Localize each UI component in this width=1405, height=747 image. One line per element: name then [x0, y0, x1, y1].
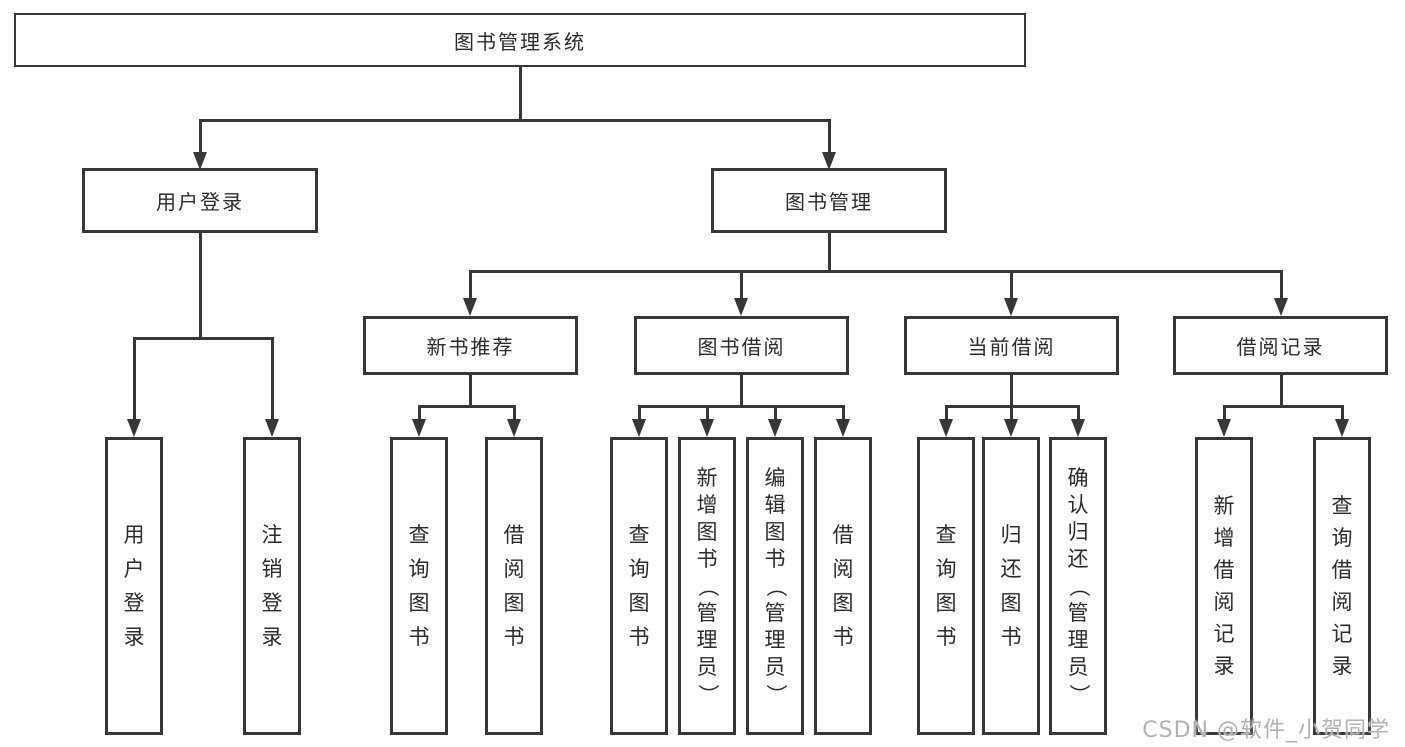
- connector-vline: [828, 119, 831, 155]
- connector-vline: [774, 405, 777, 423]
- node-borrowing-records: 借阅记录: [1173, 316, 1388, 375]
- connector-hline: [638, 405, 845, 408]
- watermark-text: CSDN @软件_小贺同学: [1142, 718, 1390, 743]
- connector-vline: [469, 373, 472, 408]
- leaf-node-user-login: 用户登录: [105, 437, 163, 735]
- connector-vline: [1280, 373, 1283, 408]
- leaf-node-edit-book-admin: 编辑图书（管理员）: [746, 437, 804, 735]
- arrowhead-icon: [127, 419, 141, 437]
- leaf-label: 查询借阅记录: [1331, 493, 1353, 678]
- arrowhead-icon: [193, 152, 207, 170]
- arrowhead-icon: [507, 419, 521, 437]
- leaf-node-return-books: 归还图书: [982, 437, 1040, 735]
- connector-vline: [1010, 270, 1013, 301]
- leaf-label: 借阅图书: [503, 522, 525, 649]
- leaf-label: 查询图书: [935, 522, 957, 649]
- connector-vline: [740, 373, 743, 408]
- connector-vline: [199, 119, 202, 155]
- leaf-label: 新增图书（管理员）: [695, 465, 720, 705]
- arrowhead-icon: [734, 298, 748, 316]
- connector-hline: [133, 337, 273, 340]
- node-label: 当前借阅: [967, 335, 1056, 359]
- node-current-borrowing: 当前借阅: [904, 316, 1119, 375]
- connector-vline: [638, 405, 641, 423]
- connector-vline: [842, 405, 845, 423]
- arrowhead-icon: [412, 419, 426, 437]
- node-label: 图书管理: [785, 190, 873, 214]
- arrowhead-icon: [1004, 298, 1018, 316]
- arrowhead-icon: [939, 419, 953, 437]
- leaf-label: 确认归还（管理员）: [1066, 465, 1091, 705]
- arrowhead-icon: [1004, 419, 1018, 437]
- arrowhead-icon: [836, 419, 850, 437]
- node-library-management-system: 图书管理系统: [14, 13, 1026, 67]
- node-label: 新书推荐: [426, 335, 515, 359]
- connector-vline: [418, 405, 421, 423]
- leaf-label: 查询图书: [408, 522, 430, 649]
- arrowhead-icon: [632, 419, 646, 437]
- connector-vline: [1010, 405, 1013, 423]
- connector-vline: [1077, 405, 1080, 423]
- connector-vline: [199, 232, 202, 340]
- node-book-borrowing: 图书借阅: [634, 316, 849, 375]
- arrowhead-icon: [265, 419, 279, 437]
- arrowhead-icon: [1335, 419, 1349, 437]
- arrowhead-icon: [1274, 298, 1288, 316]
- connector-vline: [513, 405, 516, 423]
- leaf-label: 编辑图书（管理员）: [763, 465, 788, 705]
- connector-vline: [945, 405, 948, 423]
- connector-vline: [469, 270, 472, 301]
- node-user-login: 用户登录: [82, 168, 318, 233]
- connector-vline: [740, 270, 743, 301]
- connector-hline: [418, 405, 516, 408]
- leaf-node-query-books-2: 查询图书: [610, 437, 668, 735]
- connector-vline: [1223, 405, 1226, 423]
- connector-hline: [199, 119, 831, 122]
- connector-hline: [1223, 405, 1344, 408]
- node-new-book-recommendation: 新书推荐: [363, 316, 578, 375]
- leaf-label: 新增借阅记录: [1213, 493, 1235, 678]
- node-label: 用户登录: [156, 190, 244, 214]
- leaf-label: 查询图书: [628, 522, 650, 649]
- connector-vline: [1341, 405, 1344, 423]
- arrowhead-icon: [700, 419, 714, 437]
- leaf-node-confirm-return-admin: 确认归还（管理员）: [1049, 437, 1107, 735]
- arrowhead-icon: [463, 298, 477, 316]
- node-label: 图书管理系统: [454, 29, 586, 54]
- leaf-node-query-books-1: 查询图书: [390, 437, 448, 735]
- leaf-node-query-books-3: 查询图书: [917, 437, 975, 735]
- connector-vline: [133, 337, 136, 422]
- connector-vline: [1280, 270, 1283, 301]
- connector-vline: [1010, 373, 1013, 408]
- connector-vline: [828, 232, 831, 273]
- connector-vline: [271, 337, 274, 422]
- leaf-label: 注销登录: [261, 522, 283, 649]
- leaf-node-borrow-books-1: 借阅图书: [485, 437, 543, 735]
- node-book-management: 图书管理: [711, 168, 947, 233]
- arrowhead-icon: [1217, 419, 1231, 437]
- node-label: 图书借阅: [697, 335, 786, 359]
- leaf-label: 借阅图书: [832, 522, 854, 649]
- leaf-label: 用户登录: [123, 522, 145, 649]
- leaf-node-borrow-books-2: 借阅图书: [814, 437, 872, 735]
- leaf-node-query-borrow-record: 查询借阅记录: [1313, 437, 1371, 735]
- leaf-node-logout: 注销登录: [243, 437, 301, 735]
- connector-vline: [519, 66, 522, 122]
- connector-vline: [706, 405, 709, 423]
- leaf-node-add-book-admin: 新增图书（管理员）: [678, 437, 736, 735]
- arrowhead-icon: [768, 419, 782, 437]
- arrowhead-icon: [1071, 419, 1085, 437]
- connector-hline: [469, 270, 1283, 273]
- leaf-label: 归还图书: [1000, 522, 1022, 649]
- arrowhead-icon: [822, 152, 836, 170]
- leaf-node-add-borrow-record: 新增借阅记录: [1195, 437, 1253, 735]
- node-label: 借阅记录: [1236, 335, 1325, 359]
